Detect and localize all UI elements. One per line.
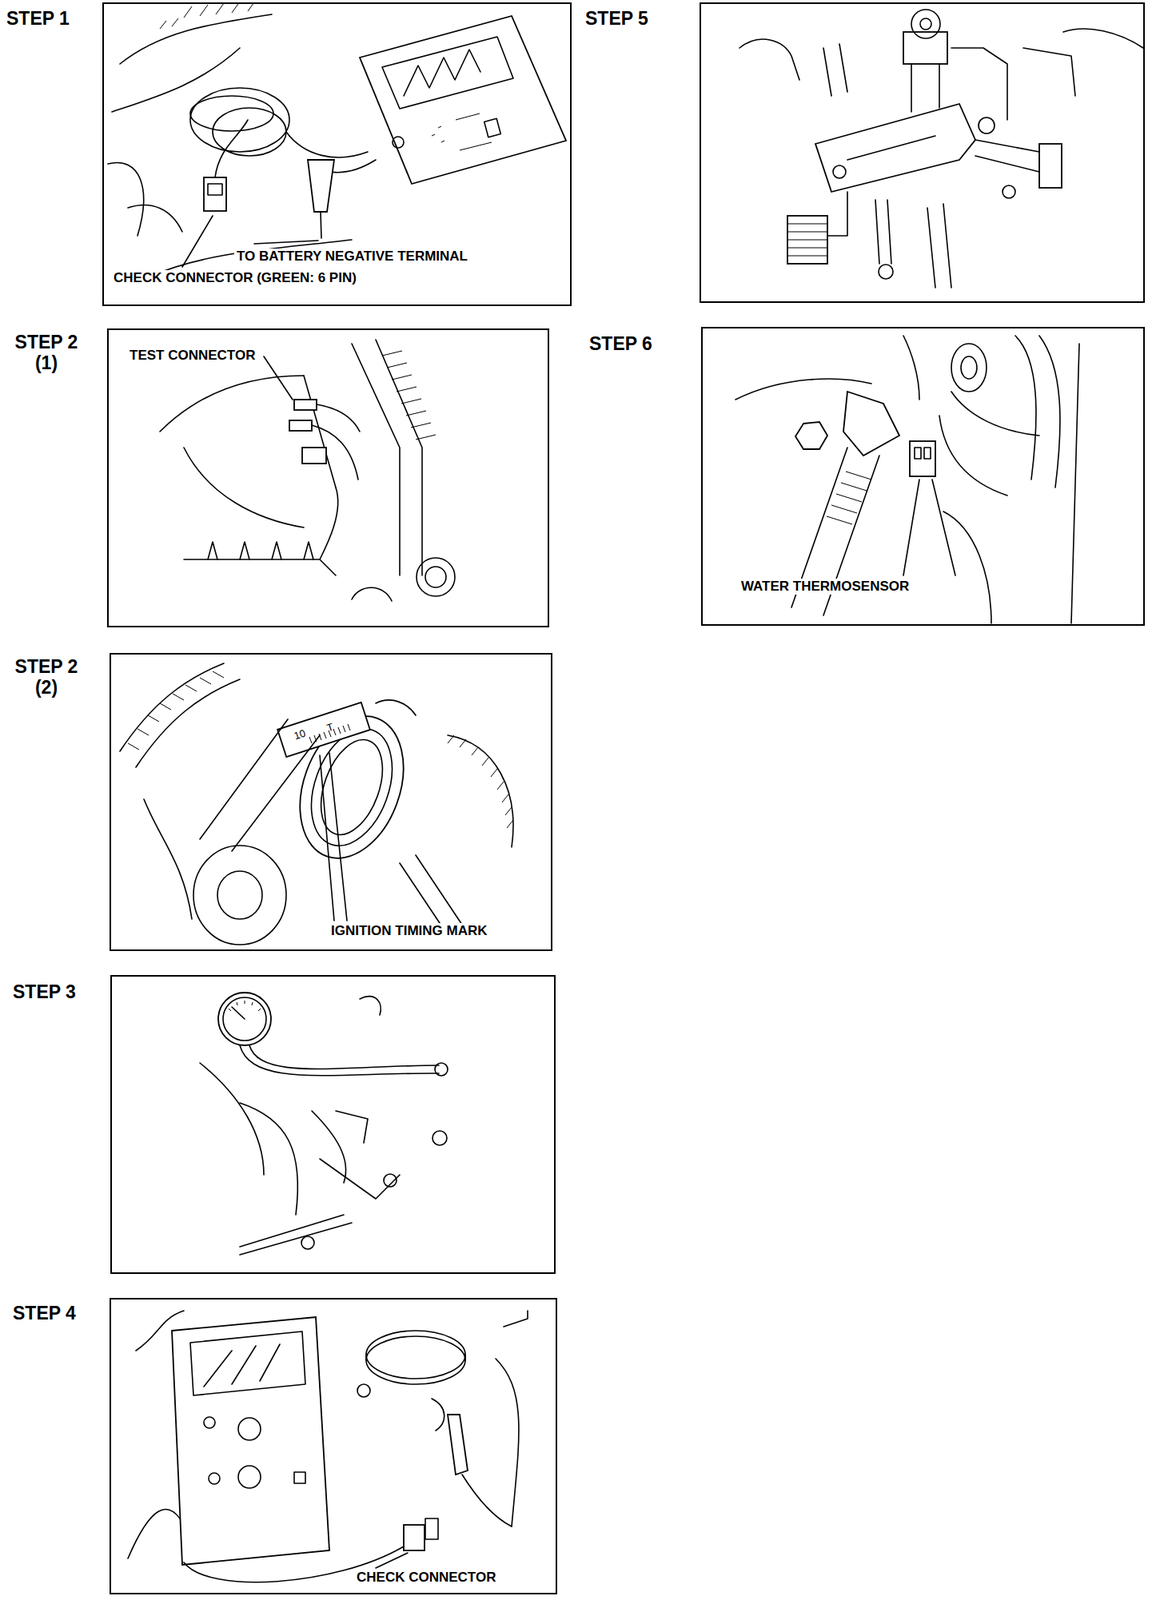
step-heading: STEP 5 (585, 7, 649, 29)
timing-mark-illustration (119, 663, 514, 945)
step-heading: STEP 2 (2) (2, 656, 91, 699)
part-label: CHECK CONNECTOR (GREEN: 6 PIN) (111, 270, 359, 287)
step-panel: STEP 5 (699, 2, 1145, 303)
checker-illustration (107, 3, 567, 276)
step-heading: STEP 4 (12, 1303, 76, 1324)
step-heading: STEP 6 (589, 333, 653, 355)
valve-illustration (739, 9, 1144, 288)
step-panel: STEP 2 (1)TEST CONNECTOR (107, 328, 550, 628)
step-panel: STEP 4CHECK CONNECTOR (109, 1298, 558, 1595)
thermosensor-illustration (735, 335, 1080, 624)
part-label: WATER THERMOSENSOR (738, 578, 912, 595)
meter-illustration (127, 1311, 528, 1583)
part-label: TO BATTERY NEGATIVE TERMINAL (234, 248, 471, 265)
step-panel: STEP 2 (2)10TIGNITION TIMING MARK (109, 653, 553, 952)
scale-marking: 10 (292, 728, 307, 744)
scale-marking: T (325, 721, 335, 736)
part-label: CHECK CONNECTOR (354, 1570, 499, 1587)
step-heading: STEP 1 (6, 7, 70, 29)
pressure-gauge-illustration (199, 992, 448, 1256)
step-panel: STEP 6WATER THERMOSENSOR (701, 326, 1145, 626)
part-label: TEST CONNECTOR (127, 347, 258, 364)
part-label: IGNITION TIMING MARK (328, 923, 490, 940)
step-heading: STEP 3 (12, 981, 76, 1003)
step-heading: STEP 2 (1) (2, 331, 91, 375)
test-connector-illustration (159, 339, 455, 602)
step-panel: STEP 1TO BATTERY NEGATIVE TERMINALCHECK … (102, 2, 572, 307)
step-panel: STEP 3 (110, 975, 556, 1275)
